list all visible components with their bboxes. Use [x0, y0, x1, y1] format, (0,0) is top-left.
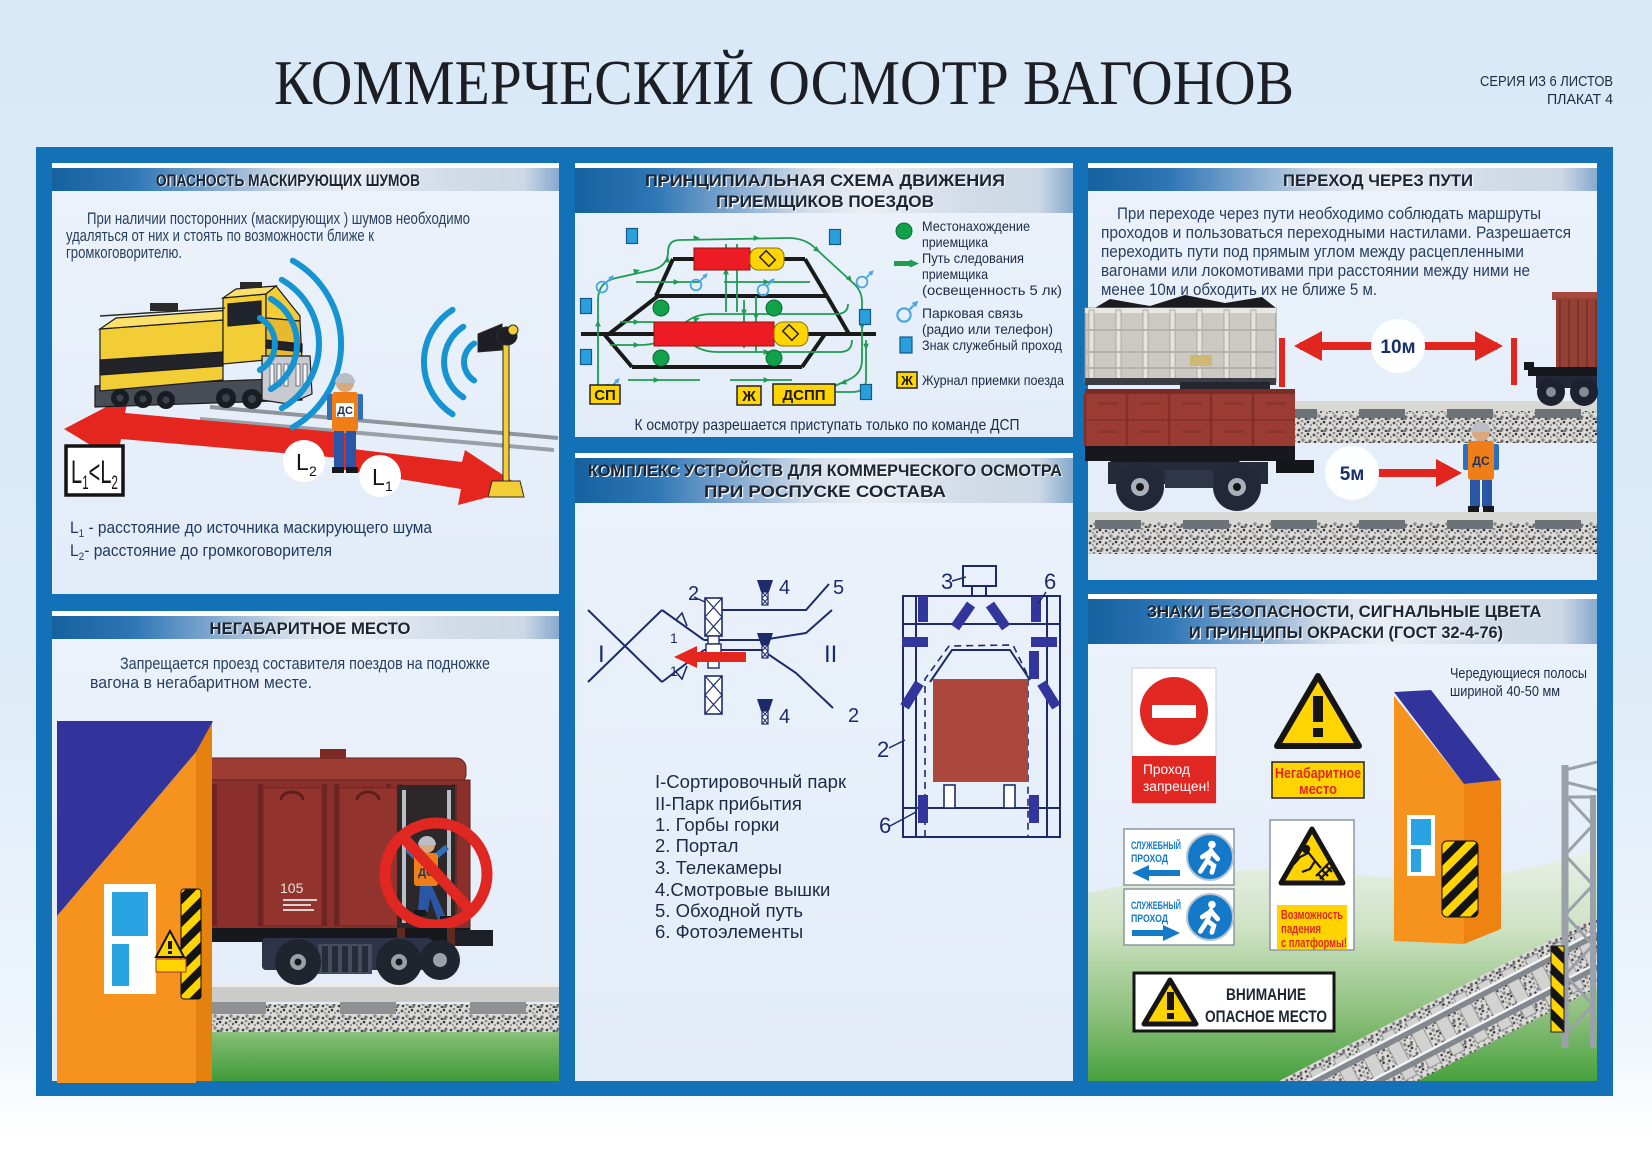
svg-text:Местонахождение: Местонахождение [922, 218, 1030, 234]
svg-text:ДС: ДС [337, 405, 353, 417]
svg-text:Запрещается проезд составителя: Запрещается проезд составителя поездов н… [120, 655, 490, 673]
svg-text:Ж: Ж [900, 373, 913, 388]
svg-text:При переходе через пути необхо: При переходе через пути необходимо соблю… [1117, 205, 1541, 223]
svg-text:К осмотру разрешается приступа: К осмотру разрешается приступать только … [635, 417, 1020, 434]
svg-text:ДСПП: ДСПП [782, 387, 825, 404]
svg-text:Парковая связь: Парковая связь [922, 305, 1023, 321]
svg-text:1: 1 [385, 478, 393, 494]
svg-text:менее 10м и обходить их не бли: менее 10м и обходить их не ближе 5 м. [1101, 281, 1377, 299]
svg-text:вагона в негабаритном месте.: вагона в негабаритном месте. [90, 674, 312, 692]
svg-text:ОПАСНОСТЬ МАСКИРУЮЩИХ ШУМОВ: ОПАСНОСТЬ МАСКИРУЮЩИХ ШУМОВ [157, 172, 421, 191]
svg-text:(освещенность 5 лк): (освещенность 5 лк) [922, 282, 1062, 298]
svg-text:2. Портал: 2. Портал [655, 835, 738, 856]
svg-text:Проход: Проход [1143, 762, 1190, 777]
svg-text:Возможность: Возможность [1281, 907, 1343, 922]
svg-text:НЕГАБАРИТНОЕ МЕСТО: НЕГАБАРИТНОЕ МЕСТО [211, 620, 412, 639]
svg-text:СЕРИЯ ИЗ 6 ЛИСТОВ: СЕРИЯ ИЗ 6 ЛИСТОВ [1480, 73, 1613, 90]
svg-text:2: 2 [688, 583, 699, 605]
svg-text:ПРИЕМЩИКОВ ПОЕЗДОВ: ПРИЕМЩИКОВ ПОЕЗДОВ [717, 193, 935, 212]
svg-text:Журнал приемки поезда: Журнал приемки поезда [922, 372, 1064, 388]
svg-text:ДС: ДС [1472, 454, 1490, 468]
svg-text:КОМПЛЕКС УСТРОЙСТВ ДЛЯ КОММЕРЧ: КОМПЛЕКС УСТРОЙСТВ ДЛЯ КОММЕРЧЕСКОГО ОСМ… [588, 461, 1062, 480]
svg-text:КОММЕРЧЕСКИЙ ОСМОТР ВАГОНОВ: КОММЕРЧЕСКИЙ ОСМОТР ВАГОНОВ [274, 48, 1294, 118]
svg-text:шириной 40-50 мм: шириной 40-50 мм [1450, 683, 1560, 700]
svg-text:L: L [296, 449, 309, 475]
svg-text:СП: СП [594, 387, 616, 404]
svg-text:громкоговорителю.: громкоговорителю. [66, 244, 182, 262]
svg-text:с платформы!: с платформы! [1281, 935, 1347, 950]
svg-text:СЛУЖЕБНЫЙ: СЛУЖЕБНЫЙ [1131, 839, 1181, 852]
svg-text:СЛУЖЕБНЫЙ: СЛУЖЕБНЫЙ [1131, 899, 1181, 912]
svg-text:1. Горбы горки: 1. Горбы горки [655, 814, 779, 835]
svg-text:место: место [1299, 781, 1337, 798]
svg-text:6: 6 [1044, 569, 1056, 594]
svg-text:Ж: Ж [741, 388, 756, 405]
svg-text:I: I [598, 641, 605, 668]
svg-text:ПРОХОД: ПРОХОД [1131, 913, 1168, 925]
svg-text:3: 3 [941, 569, 953, 594]
svg-text:2: 2 [877, 737, 889, 762]
svg-text:падения: падения [1281, 921, 1321, 936]
svg-text:Негабаритное: Негабаритное [1275, 765, 1361, 782]
svg-text:ЗНАКИ БЕЗОПАСНОСТИ, СИГНАЛЬНЫЕ: ЗНАКИ БЕЗОПАСНОСТИ, СИГНАЛЬНЫЕ ЦВЕТА [1147, 602, 1542, 621]
svg-text:ОПАСНОЕ МЕСТО: ОПАСНОЕ МЕСТО [1205, 1008, 1327, 1026]
svg-text:L1<L2: L1<L2 [71, 454, 118, 494]
svg-text:L2- расстояние до громкоговори: L2- расстояние до громкоговорителя [70, 541, 332, 563]
svg-text:1: 1 [670, 663, 678, 679]
svg-text:вагонами или локомотивами при: вагонами или локомотивами при расстоянии… [1101, 262, 1530, 280]
svg-text:ПЛАКАТ 4: ПЛАКАТ 4 [1547, 91, 1613, 108]
svg-text:4: 4 [779, 706, 790, 728]
svg-text:запрещен!: запрещен! [1143, 779, 1210, 794]
svg-text:ВНИМАНИЕ: ВНИМАНИЕ [1226, 986, 1306, 1004]
svg-text:ПРИ РОСПУСКЕ СОСТАВА: ПРИ РОСПУСКЕ СОСТАВА [705, 483, 947, 502]
svg-text:1: 1 [670, 630, 678, 646]
svg-text:10м: 10м [1380, 337, 1415, 358]
svg-text:И ПРИНЦИПЫ ОКРАСКИ (ГОСТ 32-4-: И ПРИНЦИПЫ ОКРАСКИ (ГОСТ 32-4-76) [1190, 625, 1504, 644]
svg-text:ПЕРЕХОД ЧЕРЕЗ ПУТИ: ПЕРЕХОД ЧЕРЕЗ ПУТИ [1283, 171, 1473, 190]
svg-text:105: 105 [280, 880, 304, 896]
svg-text:ПРИЕМЩИКОВ ПОЕЗДОВ: ПРИЕМЩИКОВ ПОЕЗДОВ [716, 192, 934, 211]
svg-text:И ПРИНЦИПЫ ОКРАСКИ (ГОСТ 32-4-: И ПРИНЦИПЫ ОКРАСКИ (ГОСТ 32-4-76) [1189, 623, 1503, 642]
svg-text:(радио или телефон): (радио или телефон) [922, 321, 1053, 337]
svg-text:приемщика: приемщика [922, 234, 988, 250]
svg-text:6. Фотоэлементы: 6. Фотоэлементы [655, 921, 803, 942]
svg-text:ЗНАКИ БЕЗОПАСНОСТИ, СИГНАЛЬНЫЕ: ЗНАКИ БЕЗОПАСНОСТИ, СИГНАЛЬНЫЕ ЦВЕТА [1148, 603, 1543, 622]
svg-text:переходить пути под прямым угл: переходить пути под прямым углом между р… [1101, 243, 1524, 261]
svg-text:ПРИНЦИПИАЛЬНАЯ СХЕМА ДВИЖЕНИЯ: ПРИНЦИПИАЛЬНАЯ СХЕМА ДВИЖЕНИЯ [646, 172, 1006, 191]
svg-text:ПЕРЕХОД ЧЕРЕЗ ПУТИ: ПЕРЕХОД ЧЕРЕЗ ПУТИ [1284, 172, 1474, 191]
svg-text:2: 2 [309, 463, 317, 479]
svg-text:ПРИ РОСПУСКЕ СОСТАВА: ПРИ РОСПУСКЕ СОСТАВА [704, 482, 946, 501]
svg-text:ОПАСНОСТЬ МАСКИРУЮЩИХ ШУМОВ: ОПАСНОСТЬ МАСКИРУЮЩИХ ШУМОВ [156, 171, 420, 190]
svg-text:6: 6 [879, 813, 891, 838]
svg-text:4: 4 [779, 577, 790, 599]
svg-text:Чередующиеся полосы: Чередующиеся полосы [1450, 665, 1587, 682]
svg-text:II-Парк прибытия: II-Парк прибытия [655, 793, 802, 814]
svg-text:удаляться от них и стоять по в: удаляться от них и стоять по возможности… [66, 227, 375, 245]
svg-text:3. Телекамеры: 3. Телекамеры [655, 857, 782, 878]
svg-text:КОМПЛЕКС УСТРОЙСТВ ДЛЯ КОММЕРЧ: КОМПЛЕКС УСТРОЙСТВ ДЛЯ КОММЕРЧЕСКОГО ОСМ… [589, 462, 1063, 481]
svg-text:проходов и пользоваться перехо: проходов и пользоваться переходными наст… [1101, 224, 1571, 242]
svg-text:ПРИНЦИПИАЛЬНАЯ СХЕМА ДВИЖЕНИЯ: ПРИНЦИПИАЛЬНАЯ СХЕМА ДВИЖЕНИЯ [645, 171, 1005, 190]
svg-text:L: L [372, 464, 385, 490]
svg-text:5. Обходной путь: 5. Обходной путь [655, 900, 803, 921]
svg-text:При наличии посторонних (маски: При наличии посторонних (маскирующих ) ш… [87, 210, 470, 228]
svg-text:ПРОХОД: ПРОХОД [1131, 853, 1168, 865]
svg-text:Знак служебный проход: Знак служебный проход [922, 337, 1062, 353]
svg-text:5м: 5м [1340, 464, 1365, 485]
svg-text:НЕГАБАРИТНОЕ МЕСТО: НЕГАБАРИТНОЕ МЕСТО [210, 619, 411, 638]
svg-text:2: 2 [848, 705, 859, 727]
svg-text:Путь следования: Путь следования [922, 250, 1024, 266]
svg-text:5: 5 [833, 577, 844, 599]
svg-text:II: II [824, 641, 837, 668]
svg-text:I-Сортировочный парк: I-Сортировочный парк [655, 771, 847, 792]
svg-text:4.Смотровые вышки: 4.Смотровые вышки [655, 879, 830, 900]
svg-text:приемщика: приемщика [922, 266, 988, 282]
svg-text:L1 - расстояние до источника м: L1 - расстояние до источника маскирующег… [70, 518, 432, 540]
